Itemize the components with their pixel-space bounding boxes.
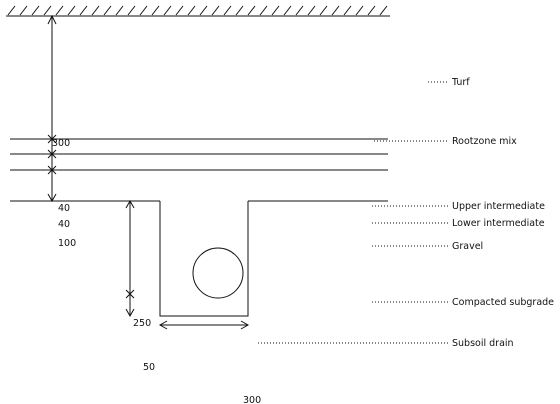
- ground-hatch-stroke: [103, 5, 112, 16]
- ground-hatch-stroke: [259, 5, 268, 16]
- ground-hatch-stroke: [235, 5, 244, 16]
- ground-hatch-stroke: [271, 5, 280, 16]
- ground-hatch-stroke: [139, 5, 148, 16]
- ground-hatch-stroke: [295, 5, 304, 16]
- vertical-dimension-main: [47, 14, 57, 203]
- ground-hatch-stroke: [187, 5, 196, 16]
- ground-hatch-stroke: [19, 5, 28, 16]
- ground-hatch-stroke: [175, 5, 184, 16]
- ground-hatch-stroke: [331, 5, 340, 16]
- label-gravel: Gravel: [452, 241, 483, 252]
- ground-hatch-stroke: [115, 5, 124, 16]
- drain-trench: [159, 201, 249, 317]
- ground-hatch-stroke: [283, 5, 292, 16]
- ground-hatch-stroke: [379, 5, 388, 16]
- ground-hatch-stroke: [319, 5, 328, 16]
- ground-surface: [6, 5, 390, 17]
- ground-hatch-stroke: [7, 5, 16, 16]
- dim-trench-width: 300: [243, 395, 261, 404]
- dim-rootzone-depth: 300: [52, 138, 70, 149]
- dim-lower-depth: 40: [58, 219, 70, 230]
- label-upper-intermediate: Upper intermediate: [452, 201, 545, 212]
- subsoil-drain-pipe: [192, 247, 244, 299]
- dim-trench-depth: 250: [133, 318, 151, 329]
- ground-hatch-stroke: [355, 5, 364, 16]
- ground-hatch-stroke: [55, 5, 64, 16]
- ground-hatch-stroke: [367, 5, 376, 16]
- ground-hatch-stroke: [343, 5, 352, 16]
- ground-hatch-stroke: [211, 5, 220, 16]
- ground-hatch-stroke: [43, 5, 52, 16]
- vertical-dimension-trench: [125, 199, 135, 318]
- horizontal-dimension-trench: [158, 320, 250, 330]
- ground-hatch-stroke: [307, 5, 316, 16]
- ground-hatch-stroke: [67, 5, 76, 16]
- label-compacted-subgrade: Compacted subgrade: [452, 297, 554, 308]
- label-turf: Turf: [451, 77, 470, 88]
- ground-hatch-stroke: [199, 5, 208, 16]
- dim-upper-depth: 40: [58, 203, 70, 214]
- label-rootzone: Rootzone mix: [452, 136, 517, 147]
- ground-hatch-stroke: [31, 5, 40, 16]
- ground-hatch-stroke: [127, 5, 136, 16]
- label-subsoil-drain: Subsoil drain: [452, 338, 514, 349]
- ground-hatch-stroke: [247, 5, 256, 16]
- dim-gravel-depth: 100: [58, 238, 76, 249]
- ground-hatch-stroke: [91, 5, 100, 16]
- ground-hatch-stroke: [163, 5, 172, 16]
- leader-lines: [258, 81, 448, 344]
- ground-hatch-stroke: [223, 5, 232, 16]
- ground-hatch-stroke: [79, 5, 88, 16]
- layer-boundaries: [10, 138, 388, 202]
- ground-hatch-stroke: [151, 5, 160, 16]
- dim-trench-bottom-gap: 50: [143, 362, 155, 373]
- label-lower-intermediate: Lower intermediate: [452, 218, 545, 229]
